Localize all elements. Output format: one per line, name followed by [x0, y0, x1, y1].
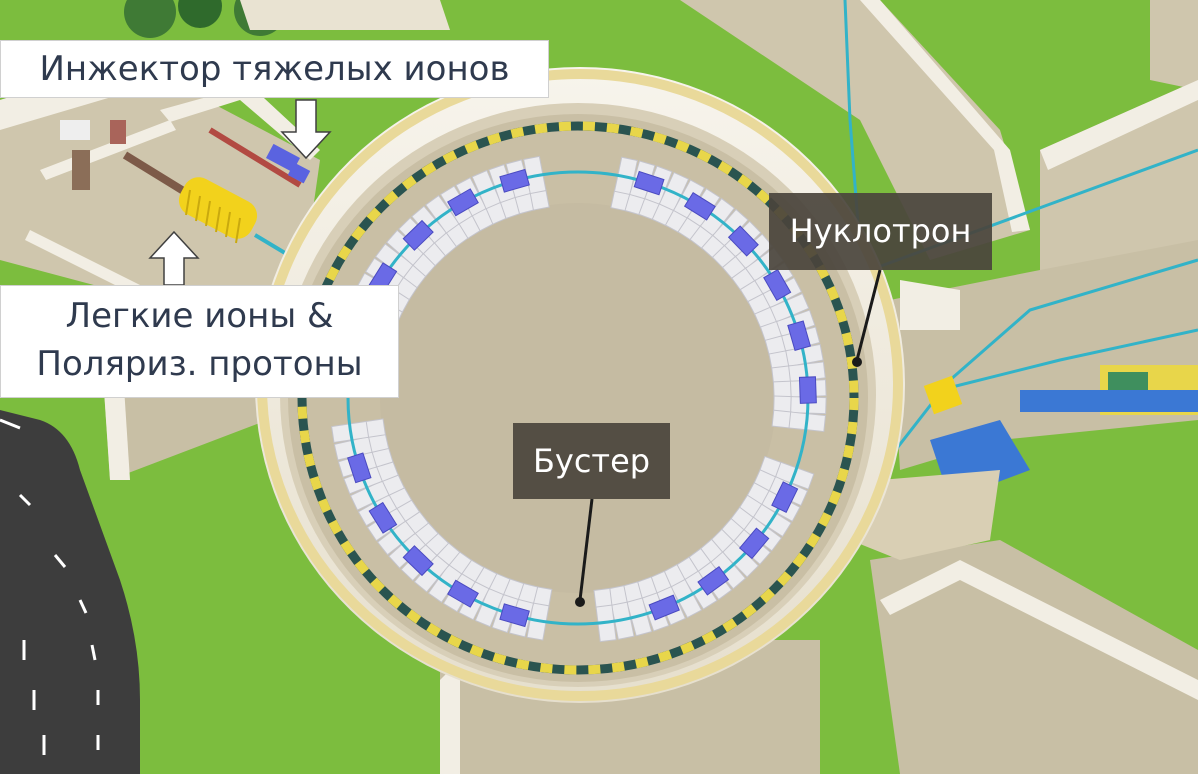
dipole-magnet — [633, 170, 665, 196]
nuclotron-pointer-dot — [852, 357, 862, 367]
magnet-yoke — [597, 621, 617, 643]
magnet-yoke — [771, 409, 793, 429]
dipole-magnet — [727, 225, 759, 257]
heavy-ion-injector-text: Инжектор тяжелых ионов — [39, 49, 510, 89]
dipole-magnet — [368, 501, 398, 534]
road — [0, 410, 140, 774]
dipole-magnet — [798, 376, 817, 404]
dipole-magnet — [447, 188, 479, 217]
light-ion-linac-coil — [178, 177, 258, 244]
nuclotron-label: Нуклотрон — [769, 193, 992, 270]
dipole-magnet — [697, 565, 730, 596]
nuclotron-text: Нуклотрон — [789, 212, 972, 250]
dipole-magnet — [771, 481, 799, 513]
magnet-yoke — [805, 413, 827, 433]
dipole-magnet — [347, 452, 372, 484]
light-ions-label: Легкие ионы & Поляриз. протоны — [0, 285, 399, 398]
light-ions-line2: Поляриз. протоны — [36, 344, 363, 384]
dipole-magnet — [499, 603, 530, 628]
dipole-magnet — [499, 168, 530, 193]
booster-label: Бустер — [513, 423, 670, 499]
dipole-magnet — [648, 594, 680, 621]
dipole-magnet — [402, 219, 434, 251]
light-ions-line1: Легкие ионы & — [65, 296, 334, 336]
dipole-magnet — [763, 269, 792, 301]
dipole-magnet — [787, 320, 811, 352]
dipole-magnet — [447, 579, 479, 608]
dipole-magnet — [402, 545, 434, 577]
heavy-ion-arrow — [280, 99, 332, 160]
dipole-magnet — [739, 527, 770, 560]
nuclotron-pointer-line — [855, 269, 882, 361]
booster-pointer-dot — [575, 597, 585, 607]
nuclotron-ring-stripes — [297, 121, 859, 675]
magnet-yoke — [772, 380, 793, 399]
booster-text: Бустер — [532, 442, 651, 480]
booster-pointer-line — [578, 498, 594, 601]
heavy-ion-injector-label: Инжектор тяжелых ионов — [0, 40, 549, 98]
dipole-magnet — [683, 191, 716, 221]
